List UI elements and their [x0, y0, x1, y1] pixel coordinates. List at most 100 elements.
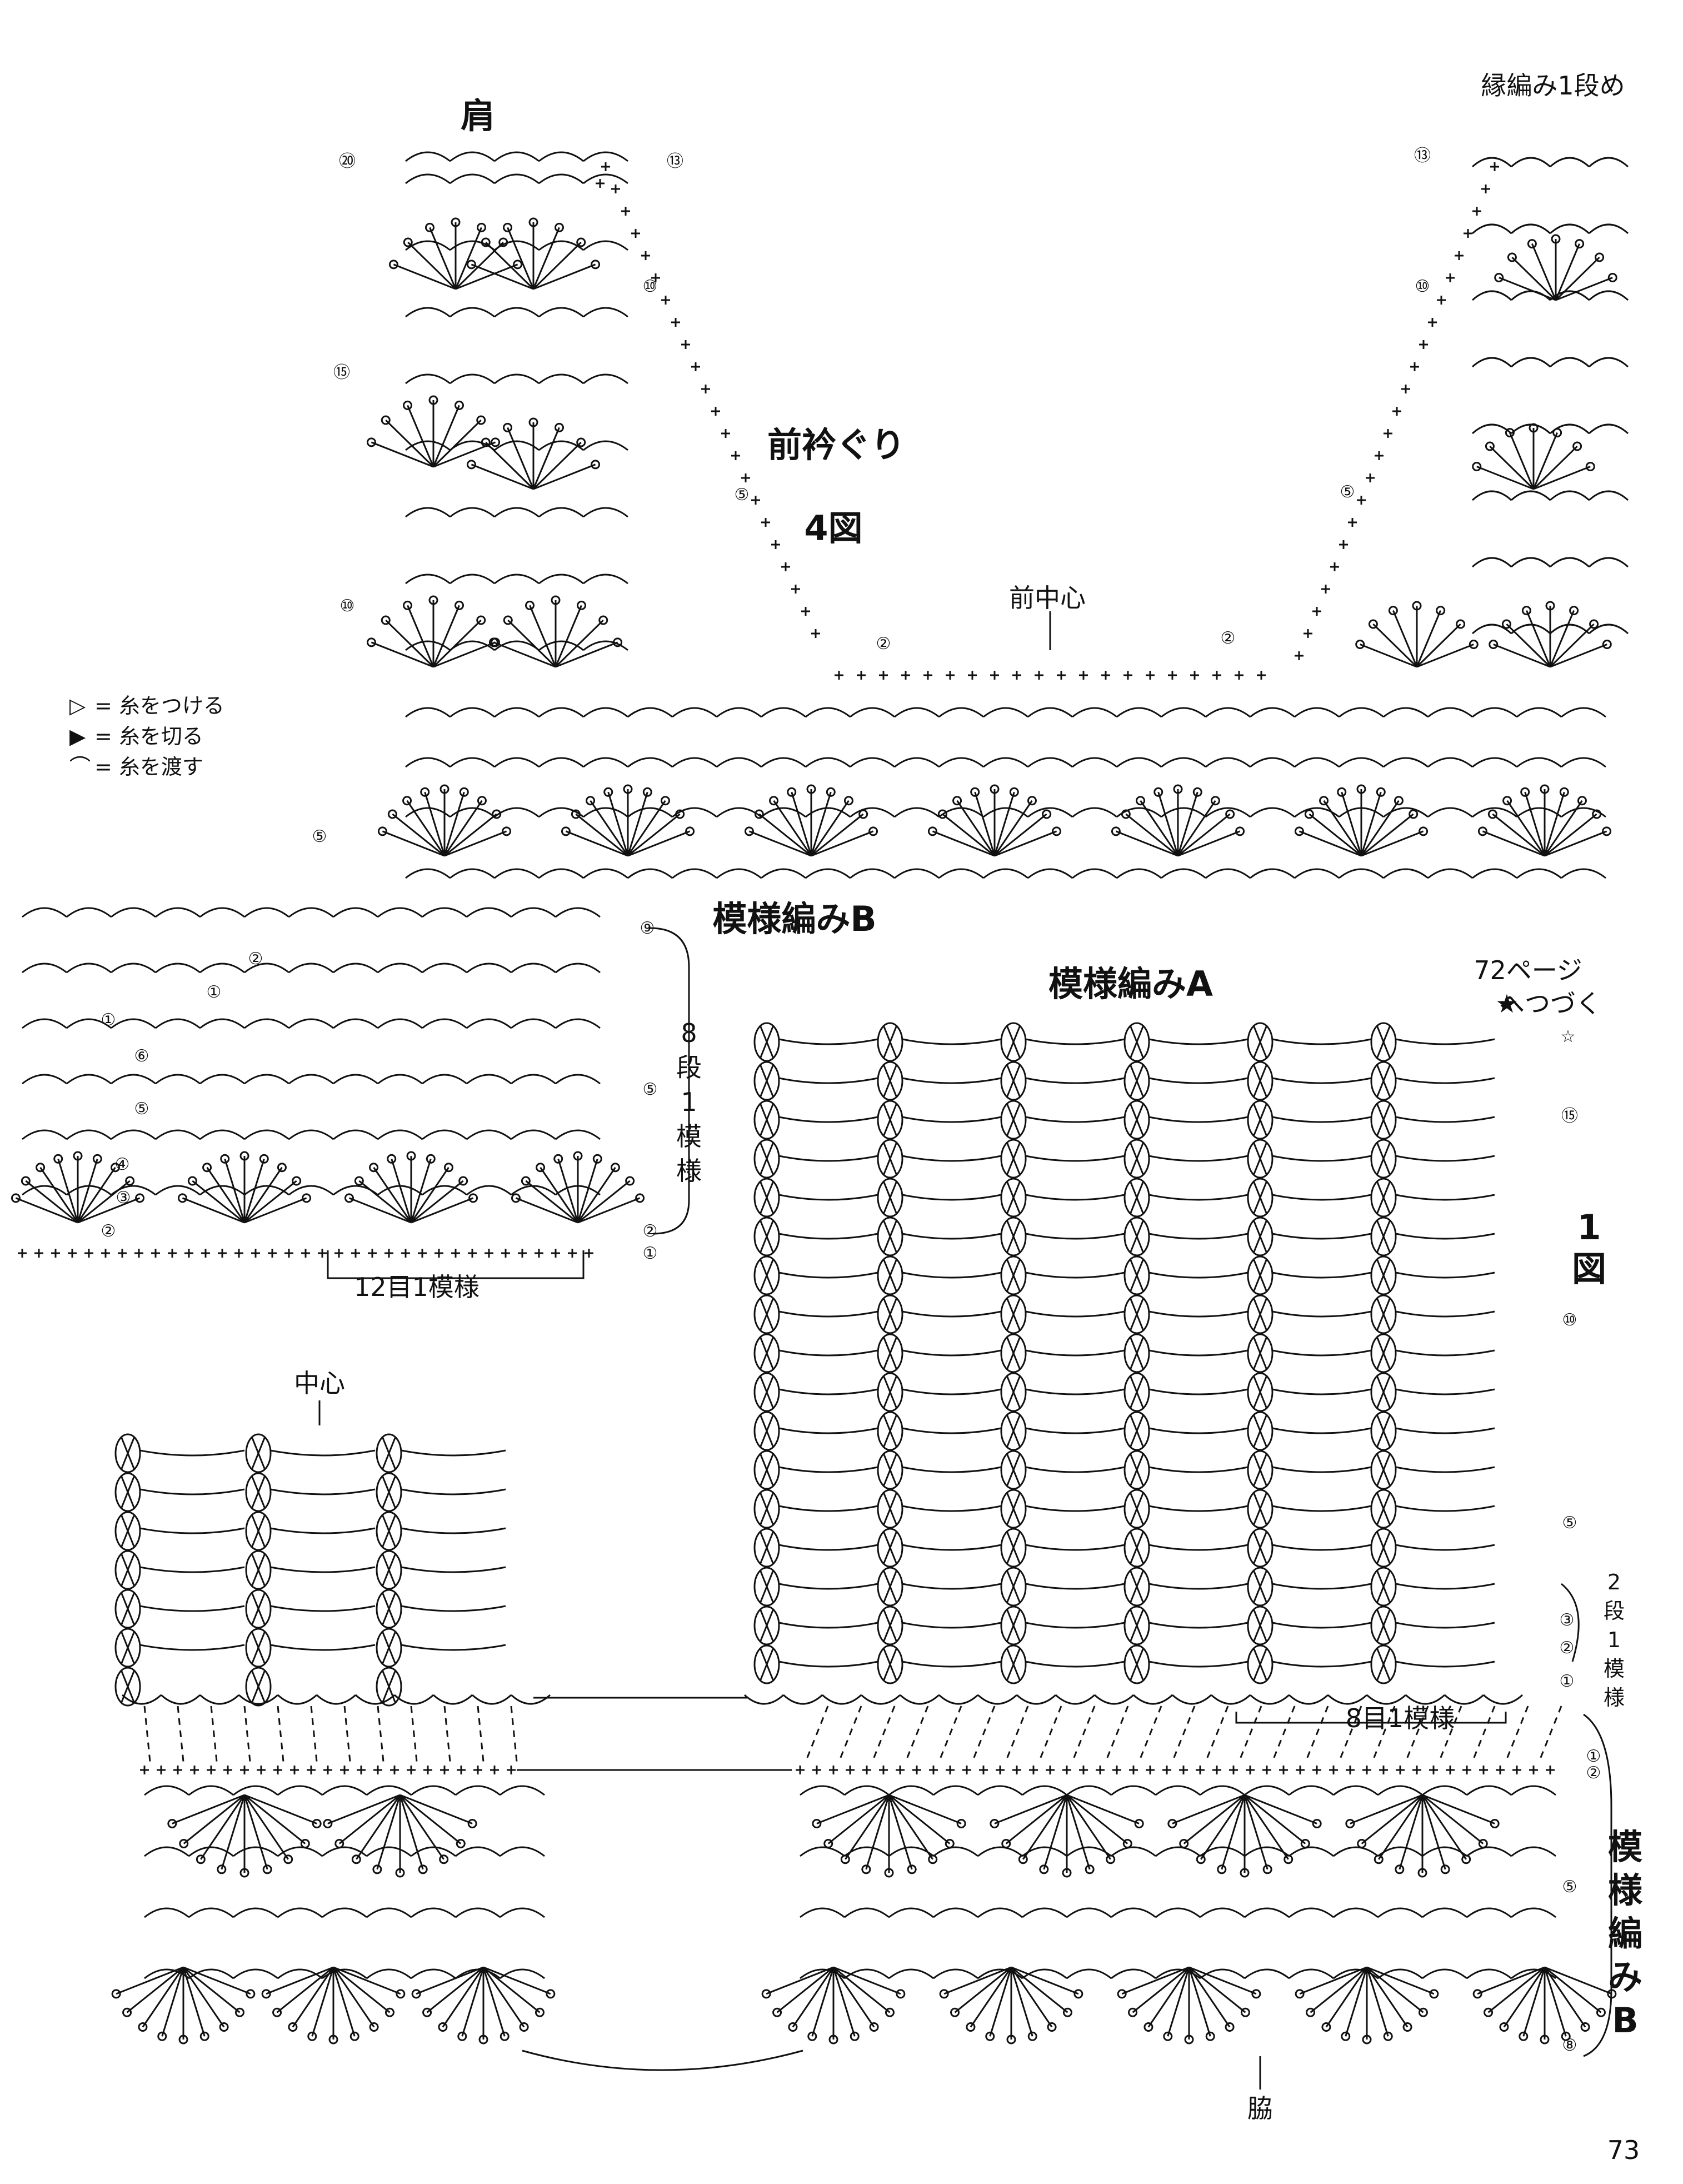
- chain-arc: [288, 1129, 334, 1140]
- chain-bar: [1025, 1661, 1125, 1668]
- stitch-loop: [53, 1154, 63, 1164]
- fan-stitch: [1555, 277, 1613, 301]
- chain-arc: [450, 574, 495, 585]
- stitch-loop: [1312, 1819, 1322, 1829]
- chain-bar: [778, 1661, 878, 1668]
- shell-column: [1000, 1528, 1027, 1568]
- fan-stitch: [15, 1197, 78, 1224]
- stitch-loop: [344, 1193, 354, 1203]
- stitch-loop: [1472, 1989, 1482, 1999]
- chain-bar: [778, 1038, 878, 1045]
- stitch-loop: [546, 1989, 556, 1999]
- fan-stitch: [371, 641, 434, 668]
- shell-column: [1370, 1567, 1397, 1607]
- legend-symbol: ▷: [69, 694, 86, 718]
- chain-arc: [288, 963, 334, 974]
- fan-stitch: [994, 830, 1057, 857]
- shell-column-stitch: [882, 1647, 898, 1682]
- shell-column-stitch: [759, 1064, 775, 1098]
- shell-column: [1123, 1605, 1150, 1646]
- fan-stitch: [200, 1794, 246, 1860]
- fan-stitch: [565, 830, 628, 857]
- star-filled-icon: ★: [1495, 989, 1518, 1019]
- fan-stitch: [1167, 1967, 1190, 2037]
- shell-column: [1000, 1333, 1027, 1373]
- shell-column-stitch: [251, 1475, 266, 1509]
- chain-bar: [270, 1644, 376, 1651]
- chain-arc: [393, 1694, 435, 1705]
- fan-stitch: [416, 1966, 484, 1995]
- chain-bar: [1395, 1544, 1495, 1551]
- shell-column: [1370, 1255, 1397, 1295]
- shell-column: [1247, 1333, 1274, 1373]
- chain-arc: [844, 1907, 890, 1918]
- chain-arc: [1200, 1968, 1245, 1979]
- fan-motif: [561, 784, 695, 857]
- chain-arc: [1383, 757, 1429, 768]
- fan-stitch: [994, 813, 1047, 857]
- row-marker: ⑤: [735, 485, 750, 505]
- chain-arc: [1511, 1785, 1556, 1796]
- shell-column: [1370, 1528, 1397, 1568]
- chain-arc: [466, 963, 512, 974]
- fan-stitch: [399, 1794, 462, 1844]
- legend-text: = 糸をつける: [94, 694, 224, 718]
- shell-column-stitch: [251, 1514, 266, 1548]
- fan-stitch: [1506, 800, 1546, 856]
- fan-stitch: [1323, 800, 1362, 856]
- stitch-loop: [1117, 1989, 1127, 1999]
- fan-motif: [466, 217, 601, 290]
- chain-arc: [1471, 290, 1512, 301]
- chain-arc: [1339, 757, 1384, 768]
- chain-arc: [366, 1968, 412, 1979]
- fan-stitch: [1360, 800, 1400, 856]
- fan-stitch: [1177, 830, 1241, 857]
- fan-stitch: [532, 227, 560, 290]
- chain-arc: [405, 868, 451, 879]
- fan-stitch: [1422, 1794, 1495, 1824]
- fan-stitch: [1010, 1967, 1033, 2037]
- row-marker: ⑨: [640, 919, 655, 938]
- stitch-loop: [1540, 784, 1550, 794]
- fan-motif: [261, 1966, 406, 2045]
- chain-arc: [450, 707, 495, 718]
- fan-stitch: [1544, 1967, 1586, 2028]
- chain-arc: [494, 373, 540, 385]
- chain-arc: [1250, 757, 1295, 768]
- shell-column: [877, 1294, 903, 1334]
- edging-row1-label: 縁編み1段め: [1481, 71, 1625, 101]
- chain-bar: [1395, 1427, 1495, 1434]
- shell-column-stitch: [759, 1414, 775, 1448]
- shell-column-stitch: [1376, 1414, 1391, 1448]
- chain-arc: [850, 807, 895, 818]
- chain-arc: [1422, 1968, 1467, 1979]
- shell-column-stitch: [882, 1219, 898, 1254]
- chain-arc: [22, 1018, 67, 1029]
- dashed-connector: [510, 1706, 518, 1762]
- stitch-loop: [1494, 273, 1504, 283]
- stitch-loop: [553, 1154, 563, 1164]
- chain-arc: [155, 963, 201, 974]
- fan-stitch: [1310, 1966, 1367, 2013]
- shell-column: [1000, 1294, 1027, 1334]
- chain-bar: [1148, 1622, 1248, 1629]
- stitch-loop: [1304, 809, 1314, 819]
- dashed-connector: [177, 1706, 184, 1762]
- fan-stitch: [348, 1197, 412, 1224]
- fan-stitch: [1549, 623, 1595, 668]
- rows8-char: 段: [676, 1053, 702, 1083]
- shell-column: [376, 1628, 402, 1668]
- fan-stitch: [1115, 830, 1178, 857]
- chain-arc: [1072, 707, 1117, 718]
- chain-bar: [902, 1388, 1002, 1395]
- dashed-connector: [243, 1706, 251, 1762]
- chain-bar: [1148, 1038, 1248, 1045]
- legend-symbol: ⌒: [69, 755, 91, 779]
- chain-arc: [538, 507, 584, 518]
- shell-column: [1247, 1411, 1274, 1451]
- chain-bar: [902, 1583, 1002, 1590]
- chain-bar: [1395, 1583, 1495, 1590]
- stitch-loop: [1602, 640, 1612, 650]
- chain-arc: [277, 1907, 323, 1918]
- fan-stitch: [356, 1794, 401, 1860]
